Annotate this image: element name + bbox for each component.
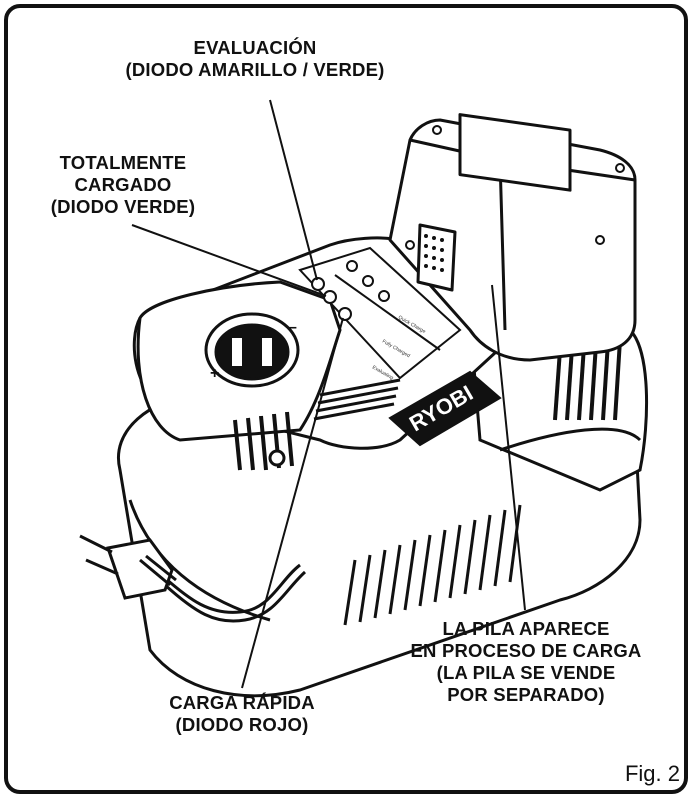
battery-port bbox=[204, 312, 300, 388]
leader-lines bbox=[131, 99, 526, 689]
figure-label: Fig. 2 bbox=[624, 761, 680, 786]
led-fully-charged bbox=[323, 290, 337, 304]
figure-frame bbox=[4, 4, 688, 794]
callout-quick-charge: CARGA RÁPIDA (DIODO ROJO) bbox=[169, 692, 315, 735]
control-panel bbox=[298, 246, 462, 380]
port-minus-label: – bbox=[288, 319, 297, 336]
callout-fully-charged: TOTALMENTE CARGADO (DIODO VERDE) bbox=[50, 152, 196, 217]
battery-screws bbox=[405, 125, 625, 250]
lower-vents bbox=[343, 504, 522, 626]
release-button bbox=[268, 449, 286, 467]
led-evaluation bbox=[311, 277, 325, 291]
leader-evaluation bbox=[269, 99, 318, 281]
charger-right-body bbox=[468, 318, 649, 492]
port-plus-label: + bbox=[210, 365, 219, 382]
callout-evaluation: EVALUACIÓN (DIODO AMARILLO / VERDE) bbox=[125, 37, 385, 80]
front-ribs bbox=[313, 378, 401, 421]
power-plug bbox=[79, 534, 177, 600]
leader-quick-charge bbox=[241, 317, 344, 689]
leader-battery bbox=[491, 284, 526, 611]
callout-battery: LA PILA APARECE EN PROCESO DE CARGA (LA … bbox=[410, 618, 642, 705]
led-indicators bbox=[311, 260, 390, 321]
right-vents bbox=[553, 339, 622, 421]
battery-pack bbox=[388, 113, 637, 362]
power-cord bbox=[163, 563, 307, 623]
leader-fully-charged bbox=[131, 224, 327, 297]
led-quick-charge bbox=[338, 307, 352, 321]
battery-vent-dots bbox=[424, 234, 444, 272]
